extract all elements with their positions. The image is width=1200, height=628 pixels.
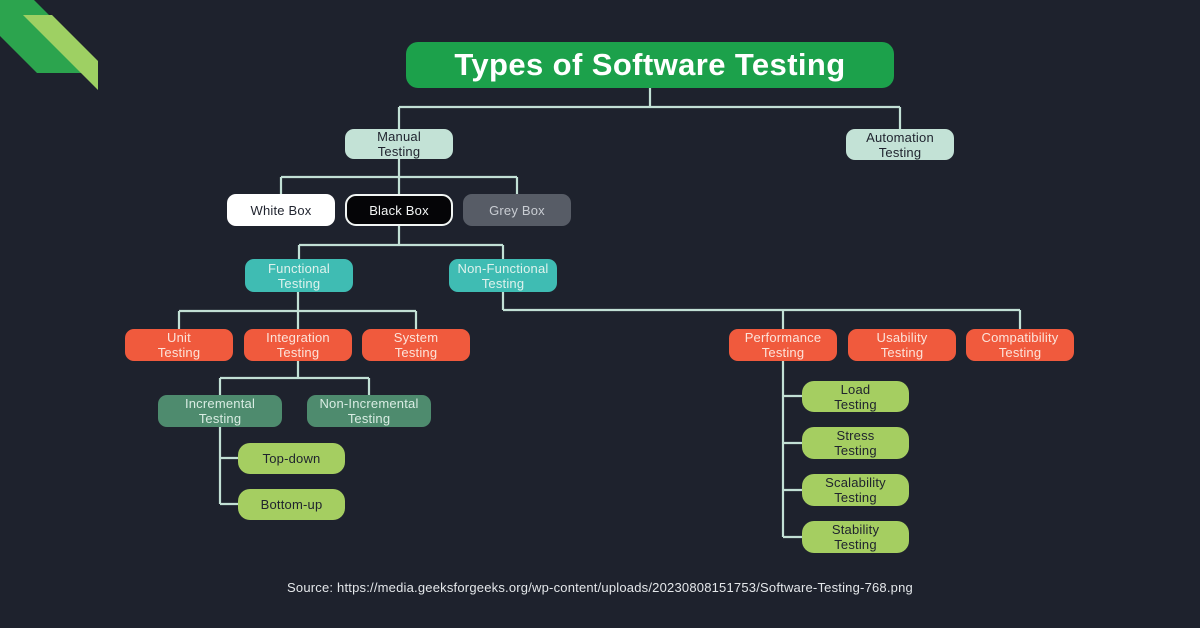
node-performance-testing: Performance Testing [729,329,837,361]
node-system-testing: System Testing [362,329,470,361]
node-functional-testing: Functional Testing [245,259,353,292]
node-usability-testing: Usability Testing [848,329,956,361]
node-black-box: Black Box [345,194,453,226]
node-grey-box: Grey Box [463,194,571,226]
node-automation-testing: Automation Testing [846,129,954,160]
node-non-incremental-testing: Non-Incremental Testing [307,395,431,427]
node-bottom-up: Bottom-up [238,489,345,520]
node-load-testing: Load Testing [802,381,909,412]
node-white-box: White Box [227,194,335,226]
source-caption: Source: https://media.geeksforgeeks.org/… [287,580,913,595]
node-integration-testing: Integration Testing [244,329,352,361]
node-unit-testing: Unit Testing [125,329,233,361]
node-stability-testing: Stability Testing [802,521,909,553]
node-top-down: Top-down [238,443,345,474]
node-non-functional-testing: Non-Functional Testing [449,259,557,292]
node-stress-testing: Stress Testing [802,427,909,459]
page-title: Types of Software Testing [406,42,894,88]
node-manual-testing: Manual Testing [345,129,453,159]
node-incremental-testing: Incremental Testing [158,395,282,427]
node-scalability-testing: Scalability Testing [802,474,909,506]
corner-ribbon-decoration [0,0,98,90]
node-compatibility-testing: Compatibility Testing [966,329,1074,361]
